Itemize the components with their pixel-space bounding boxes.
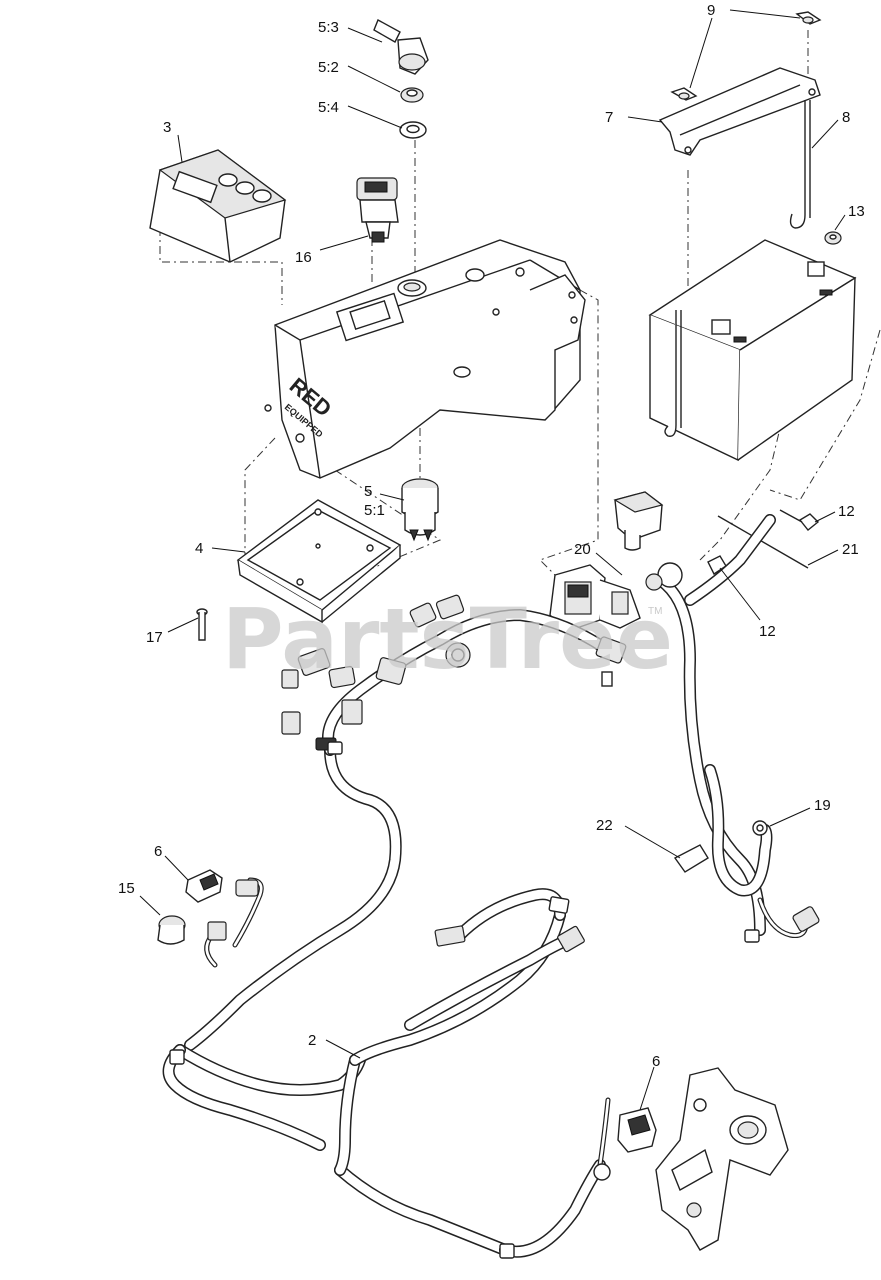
callout-12-lower: 12 bbox=[759, 623, 776, 640]
callout-19: 19 bbox=[814, 797, 831, 814]
connector-mid bbox=[434, 896, 585, 953]
cable-tie-part-21 bbox=[717, 515, 809, 569]
callout-labels: 5:3 5:2 5:4 3 16 9 7 8 13 5 5:1 4 17 20 … bbox=[118, 2, 865, 1070]
fuse-holder-boot bbox=[613, 491, 664, 551]
wing-nut-part-9-left bbox=[670, 87, 698, 101]
lock-nut-part-5-2 bbox=[400, 87, 424, 103]
callout-8: 8 bbox=[842, 109, 850, 126]
callout-5: 5 bbox=[364, 483, 372, 500]
relay-part-6-left bbox=[185, 869, 259, 903]
callout-9: 9 bbox=[707, 2, 715, 19]
nut-part-13 bbox=[824, 231, 842, 245]
callout-3: 3 bbox=[163, 119, 171, 136]
seat-switch-bracket bbox=[655, 1067, 789, 1251]
sensor-part-15 bbox=[157, 915, 227, 945]
battery bbox=[648, 239, 857, 462]
controller-box-part-4 bbox=[236, 499, 402, 624]
wing-nut-part-9-right bbox=[795, 11, 822, 25]
relay-part-6-right bbox=[593, 1107, 657, 1181]
callout-5-4: 5:4 bbox=[318, 99, 339, 116]
callout-12-upper: 12 bbox=[838, 503, 855, 520]
callout-4: 4 bbox=[195, 540, 203, 557]
watermark: PartsTree bbox=[222, 590, 673, 688]
harness-connectors bbox=[281, 562, 683, 751]
callout-6-left: 6 bbox=[154, 843, 162, 860]
callout-21: 21 bbox=[842, 541, 859, 558]
callout-6-right: 6 bbox=[652, 1053, 660, 1070]
callout-5-2: 5:2 bbox=[318, 59, 339, 76]
clip-part-22 bbox=[673, 844, 709, 873]
relay-block-part-20 bbox=[549, 564, 641, 633]
washer-part-5-4 bbox=[399, 121, 427, 139]
callout-16: 16 bbox=[295, 249, 312, 266]
bolt-part-17 bbox=[196, 608, 208, 641]
leader-lines bbox=[139, 9, 846, 1111]
callout-2: 2 bbox=[308, 1032, 316, 1049]
terminal-bolt-part-12-upper bbox=[779, 509, 820, 531]
battery-hold-down-part-7 bbox=[658, 67, 821, 156]
connector-right-lower bbox=[792, 906, 820, 932]
ring-terminal-part-19 bbox=[752, 820, 768, 836]
callout-7: 7 bbox=[605, 109, 613, 126]
callout-5-1: 5:1 bbox=[364, 502, 385, 519]
callout-5-3: 5:3 bbox=[318, 19, 339, 36]
ignition-key-part-5-3 bbox=[373, 19, 429, 75]
callout-20: 20 bbox=[574, 541, 591, 558]
dash-panel: RED EQUIPPED bbox=[264, 239, 586, 479]
watermark-tm: TM bbox=[648, 606, 662, 617]
callout-13: 13 bbox=[848, 203, 865, 220]
callout-17: 17 bbox=[146, 629, 163, 646]
display-unit-part-3 bbox=[149, 149, 287, 263]
ignition-switch-part-5 bbox=[401, 478, 439, 542]
callout-22: 22 bbox=[596, 817, 613, 834]
harness-end-fittings bbox=[169, 741, 760, 1259]
switch-part-16 bbox=[356, 177, 399, 243]
hold-down-rod-part-8 bbox=[789, 100, 811, 229]
callout-15: 15 bbox=[118, 880, 135, 897]
